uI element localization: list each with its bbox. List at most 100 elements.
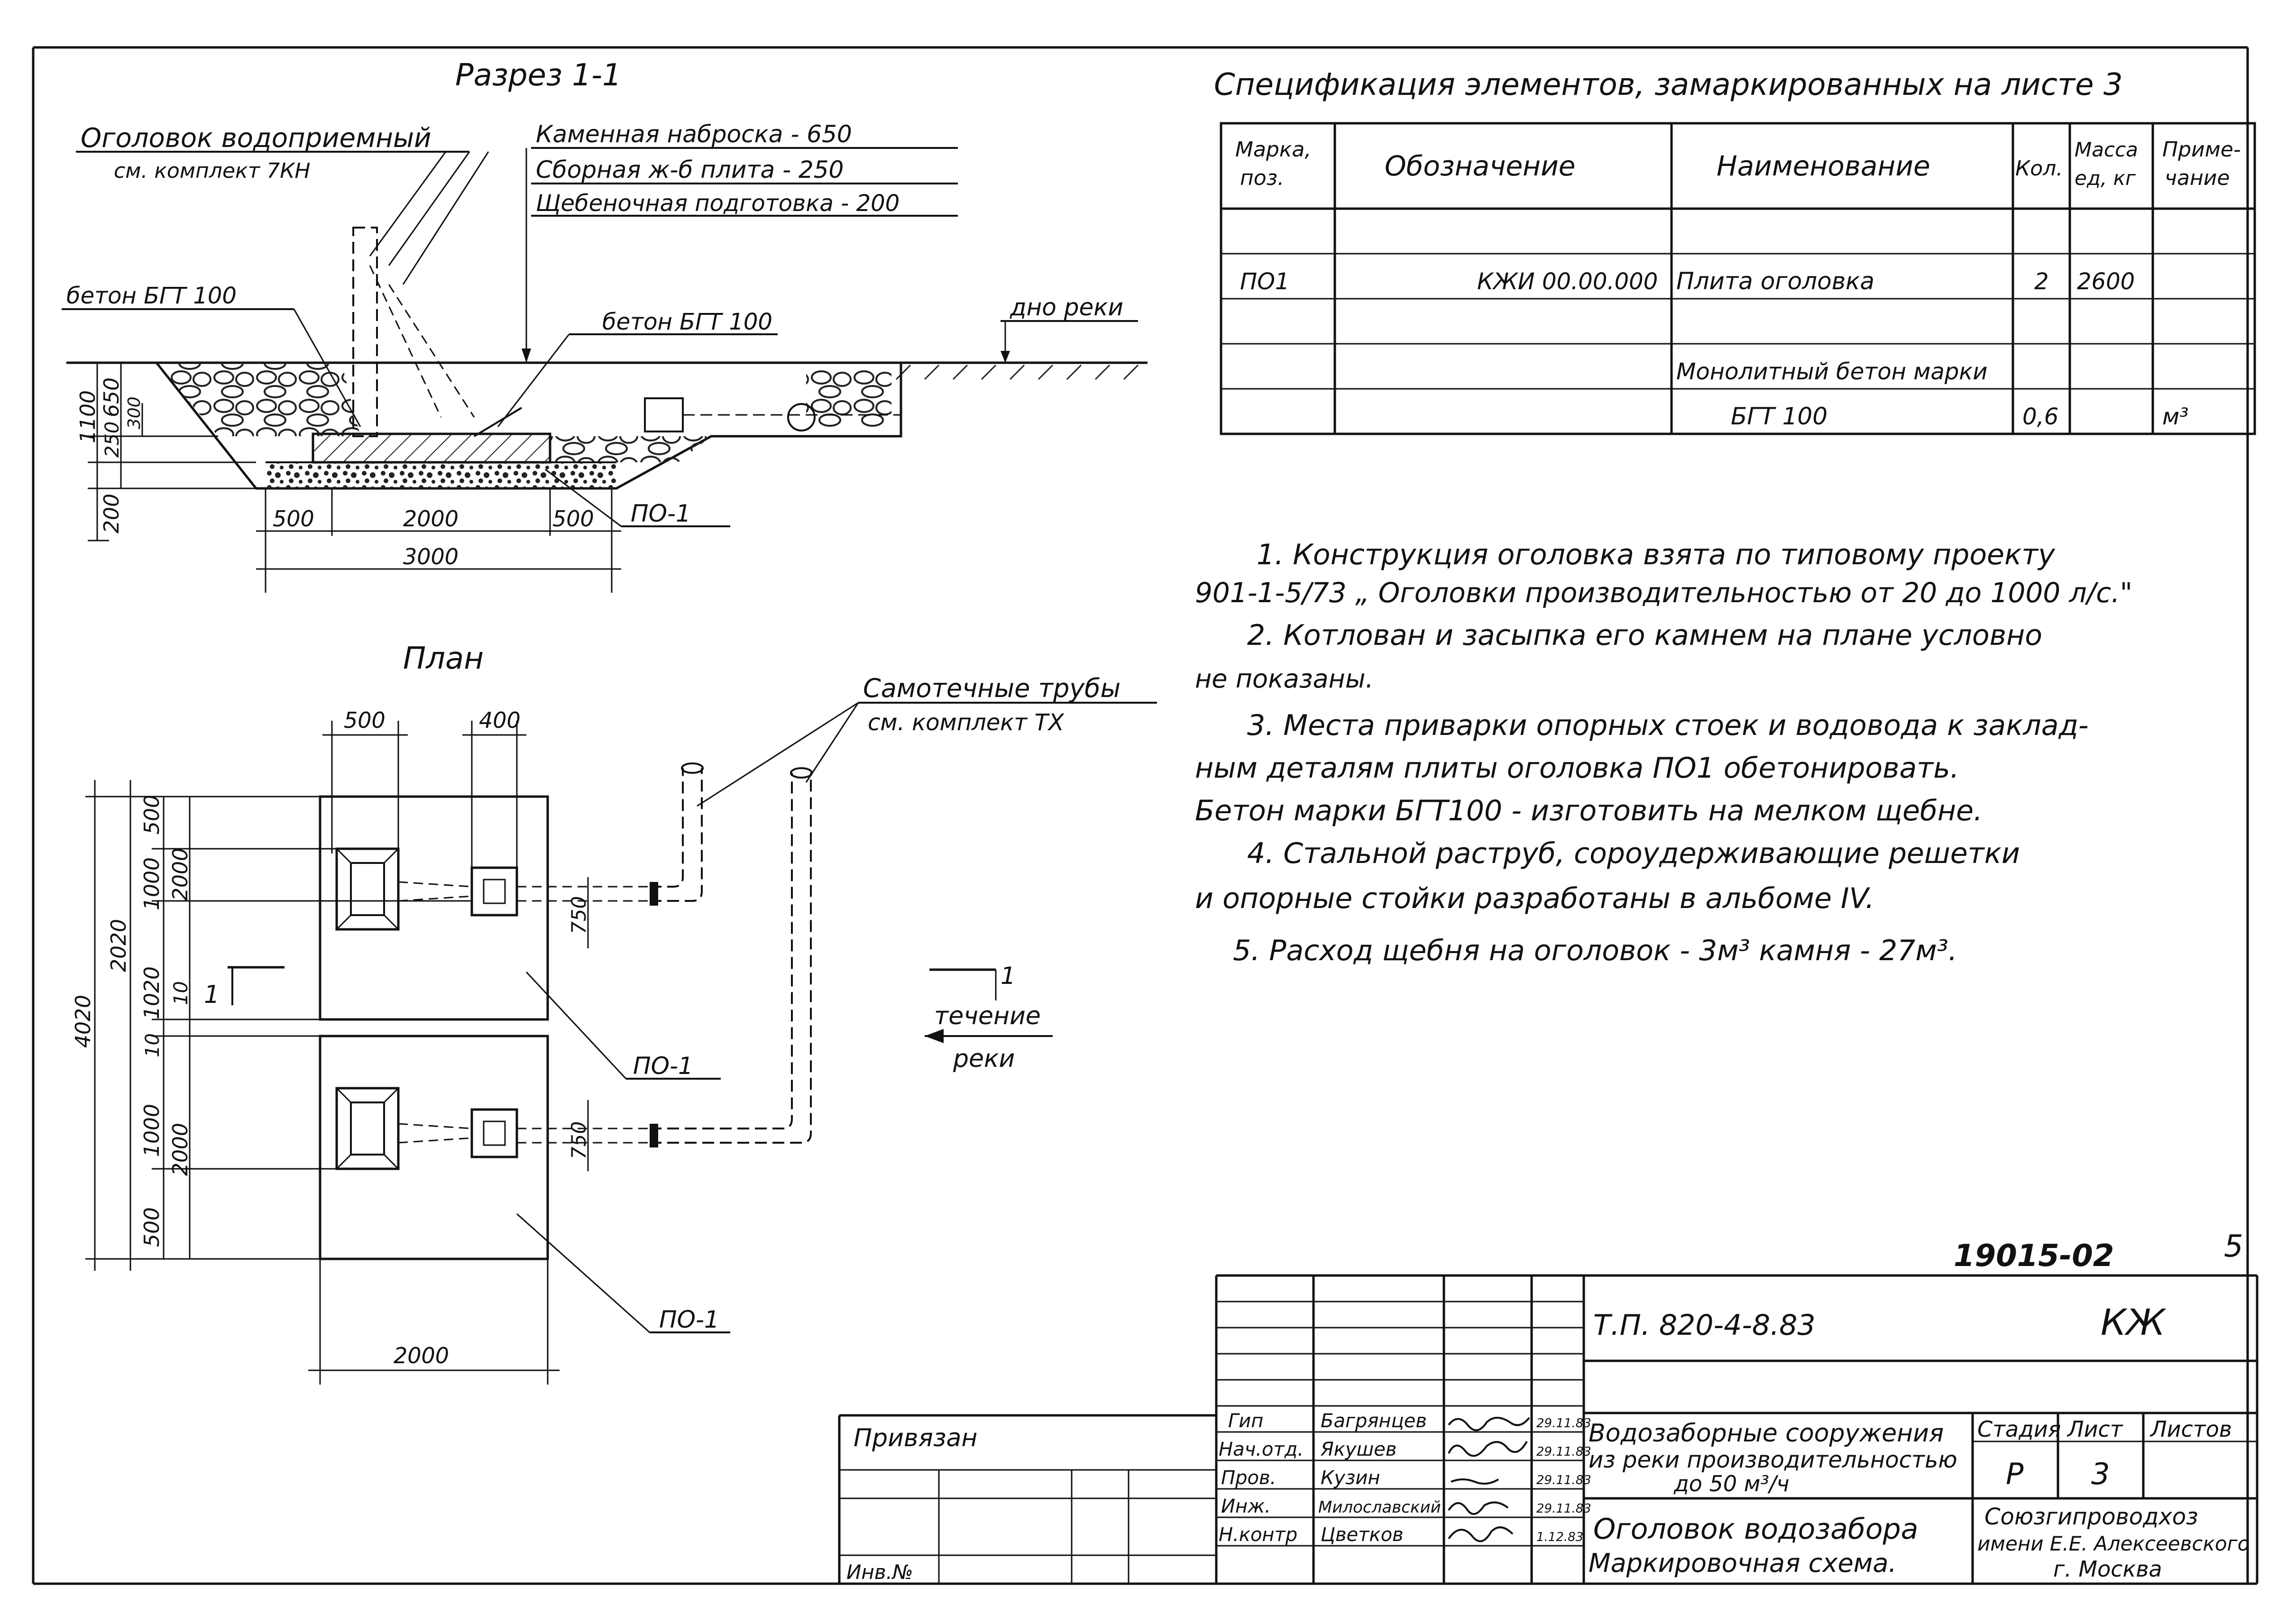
plan-title: План [403,641,484,676]
org-line-2: имени Е.Е. Алексеевского [1977,1532,2250,1555]
role-2: Пров. [1221,1467,1276,1489]
support-top [470,866,518,917]
org-line-3: г. Москва [2053,1556,2162,1582]
specification: Спецификация элементов, замаркированных … [1214,67,2256,435]
stone-fill-right [550,436,711,462]
project-code: Т.П. 820-4-8.83 [1593,1309,1816,1342]
spec-row1-name: Плита оголовка [1676,267,1874,295]
org-line-1: Союзгипроводхоз [1984,1504,2198,1530]
spec-header-mass-1: Масса [2075,138,2138,161]
note-line-7: Бетон марки БГТ100 - изготовить на мелко… [1195,794,1983,827]
flow-label-1: течение [934,1002,1041,1030]
doc-number: 19015-02 [1954,1239,2114,1274]
note-line-2: 901-1-5/73 „ Оголовки производительность… [1195,577,2132,609]
stage-value: Р [2006,1457,2024,1491]
role-2-name: Кузин [1321,1467,1380,1489]
stone-fill-far [806,370,891,427]
support-bottom [470,1108,518,1158]
label-gravity-pipes-ref: см. комплект ТХ [868,709,1065,736]
dim-10-b: 10 [142,1033,164,1057]
role-4-name: Цветков [1321,1524,1404,1546]
pipe-top [650,768,684,888]
spec-header-mark-2: поз. [1240,166,1284,190]
trash-rack-bottom [335,1087,400,1170]
dim-2000: 2000 [403,506,459,532]
spec-row3-qty: 0,6 [2022,404,2058,430]
label-gravel-base: Щебеночная подготовка - 200 [536,190,900,217]
dim-2000-b: 2000 [168,1123,193,1176]
spec-header-note-2: чание [2165,166,2230,190]
role-1-date: 29.11.83 [1536,1445,1591,1459]
spec-row3-name: БГТ 100 [1731,403,1828,430]
stage-label: Стадия [1977,1416,2061,1442]
note-line-4: не показаны. [1195,664,1374,694]
dim-1100: 1100 [76,390,100,443]
label-intake-head-ref: см. комплект 7КН [114,159,311,183]
page-number: 5 [2224,1229,2243,1264]
note-line-1: 1. Конструкция оголовка взята по типовом… [1257,538,2056,571]
dim-750-a: 750 [567,896,590,934]
title-block: 19015-02 5 [838,1229,2259,1584]
note-line-9: и опорные стойки разработаны в альбоме I… [1195,882,1874,915]
spec-row1-mark: ПО1 [1240,268,1289,295]
drawing-mark: КЖ [2101,1301,2167,1343]
spec-header-mark-1: Марка, [1235,138,1311,162]
label-stone-fill: Каменная наброска - 650 [536,120,852,148]
label-intake-head: Оголовок водоприемный [81,123,431,154]
dim-750-b: 750 [567,1121,590,1159]
sheet-title-2: Маркировочная схема. [1589,1548,1897,1578]
gravel-layer [266,462,616,488]
label-concrete-left: бетон БГТ 100 [66,283,237,309]
slab-bottom [319,1035,549,1260]
dim-10-a: 10 [170,981,192,1005]
spec-header-name: Наименование [1717,150,1930,182]
dim-top-400: 400 [479,707,521,733]
label-po1-top: ПО-1 [633,1052,693,1080]
dim-300: 300 [125,396,144,429]
sheet-label: Лист [2066,1416,2123,1442]
role-0-name: Багрянцев [1321,1410,1427,1432]
sheet-value: 3 [2091,1457,2110,1491]
spec-row1-designation: КЖИ 00.00.000 [1477,268,1658,295]
role-3-date: 29.11.83 [1536,1502,1591,1516]
spec-row2-name: Монолитный бетон марки [1676,358,1987,385]
spec-table-grid [1220,122,2256,435]
inventory-label: Инв.№ [846,1560,913,1584]
pipe-bottom [650,773,793,1129]
dim-top-500: 500 [344,707,386,733]
sheets-label: Листов [2149,1416,2232,1442]
note-line-8: 4. Стальной раструб, сороудерживающие ре… [1247,837,2020,870]
signatures [1448,1417,1530,1542]
dim-1020: 1020 [140,966,164,1019]
spec-title: Спецификация элементов, замаркированных … [1214,67,2123,102]
flow-label-2: реки [953,1045,1015,1073]
label-po1-bottom: ПО-1 [659,1306,719,1333]
spec-row1-qty: 2 [2034,268,2049,295]
spec-header-mass-2: ед, кг [2075,166,2136,190]
label-gravity-pipes: Самотечные трубы [863,673,1120,703]
plan-top-dims [322,721,526,868]
plan-view: План Са [71,641,1157,1385]
title-block-grid [838,1274,2259,1584]
role-1-name: Якушев [1320,1439,1396,1460]
dim-500-left: 500 [273,506,314,532]
role-0: Гип [1228,1410,1263,1432]
label-mark-po1: ПО-1 [631,500,691,527]
section-vertical-dims [88,362,256,541]
slab-top [319,795,549,1021]
sheet-title-1: Оголовок водозабора [1593,1513,1918,1546]
notes: 1. Конструкция оголовка взята по типовом… [1195,538,2132,967]
dim-1000-a: 1000 [140,857,164,910]
spec-header-designation: Обозначение [1385,150,1575,182]
role-2-date: 29.11.83 [1536,1473,1591,1487]
flow-mark: 1 [1001,962,1016,990]
note-line-3: 2. Котлован и засыпка его камнем на план… [1247,619,2042,652]
intake-post [352,227,378,437]
label-riverbed: дно реки [1010,294,1123,321]
stone-fill-left [156,363,360,436]
dim-500-b: 500 [140,1207,164,1247]
role-0-date: 29.11.83 [1536,1416,1591,1431]
dim-3000: 3000 [403,544,459,569]
spec-header-note-1: Приме- [2162,138,2241,162]
